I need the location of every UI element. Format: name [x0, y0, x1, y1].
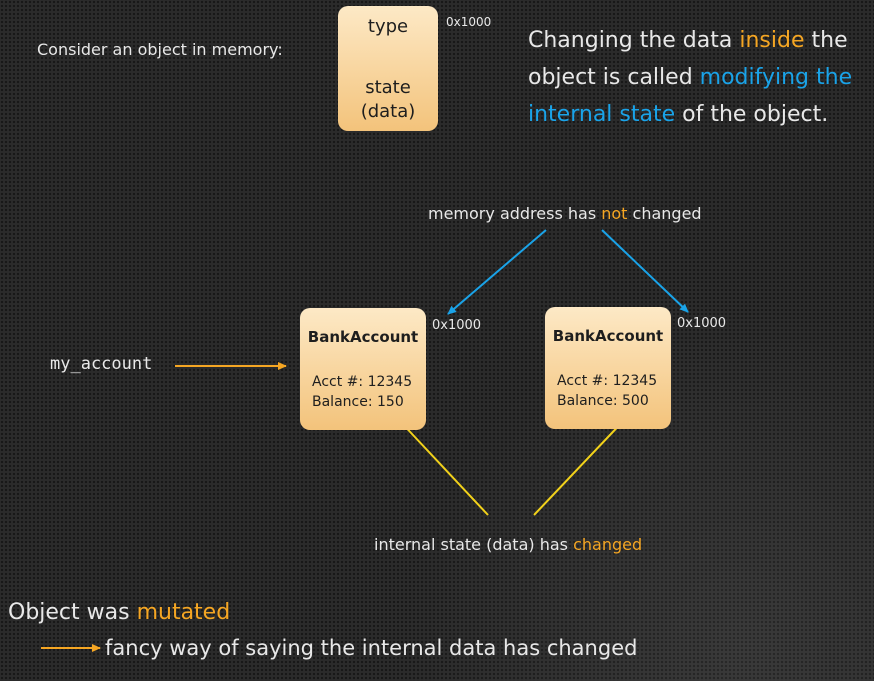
state-line-right — [533, 415, 629, 516]
account-after-balance: Balance: 500 — [557, 393, 649, 409]
memory-note: memory address has not changed — [428, 206, 702, 222]
account-before-acct: Acct #: 12345 — [312, 374, 413, 390]
conclusion-pre: Object was — [8, 600, 137, 625]
explanation-line-3-post: of the object. — [675, 102, 829, 127]
object-box: type state (data) — [338, 6, 438, 131]
account-before-balance: Balance: 150 — [312, 394, 404, 410]
account-box-after: BankAccount Acct #: 12345 Balance: 500 — [545, 307, 671, 429]
account-after-header: BankAccount — [552, 327, 664, 345]
object-address: 0x1000 — [446, 15, 492, 29]
state-sub-label: (data) — [360, 101, 416, 122]
type-label: type — [367, 16, 409, 37]
explanation-line-2-highlight: modifying the — [699, 65, 853, 90]
explanation-line-1-pre: Changing the data — [528, 28, 740, 53]
state-line-left — [397, 418, 489, 516]
account-after-acct: Acct #: 12345 — [557, 373, 658, 389]
address-arrow-left — [447, 229, 547, 315]
consider-label: Consider an object in memory: — [37, 40, 283, 59]
explanation-line-1: Changing the data inside the — [528, 30, 848, 52]
conclusion-detail: fancy way of saying the internal data ha… — [105, 636, 638, 660]
memory-note-highlight: not — [601, 204, 628, 223]
state-note: internal state (data) has changed — [374, 537, 642, 553]
conclusion-title: Object was mutated — [8, 602, 230, 624]
memory-note-post: changed — [627, 204, 702, 223]
account-before-address: 0x1000 — [432, 318, 482, 333]
conclusion-highlight: mutated — [136, 600, 231, 625]
explanation-line-2: object is called modifying the — [528, 67, 852, 89]
explanation-line-2-pre: object is called — [528, 65, 700, 90]
state-label: state — [365, 77, 411, 98]
explanation-line-1-highlight: inside — [739, 28, 805, 53]
memory-note-pre: memory address has — [428, 204, 602, 223]
state-note-pre: internal state (data) has — [374, 535, 574, 554]
explanation-line-3-highlight: internal state — [528, 102, 676, 127]
address-arrow-right — [601, 229, 689, 313]
account-box-before: BankAccount Acct #: 12345 Balance: 150 — [300, 308, 426, 430]
account-after-address: 0x1000 — [677, 316, 727, 331]
account-before-header: BankAccount — [307, 328, 419, 346]
variable-name: my_account — [50, 354, 153, 374]
explanation-line-1-post: the — [804, 28, 848, 53]
explanation-line-3: internal state of the object. — [528, 104, 828, 126]
state-note-highlight: changed — [573, 535, 643, 554]
